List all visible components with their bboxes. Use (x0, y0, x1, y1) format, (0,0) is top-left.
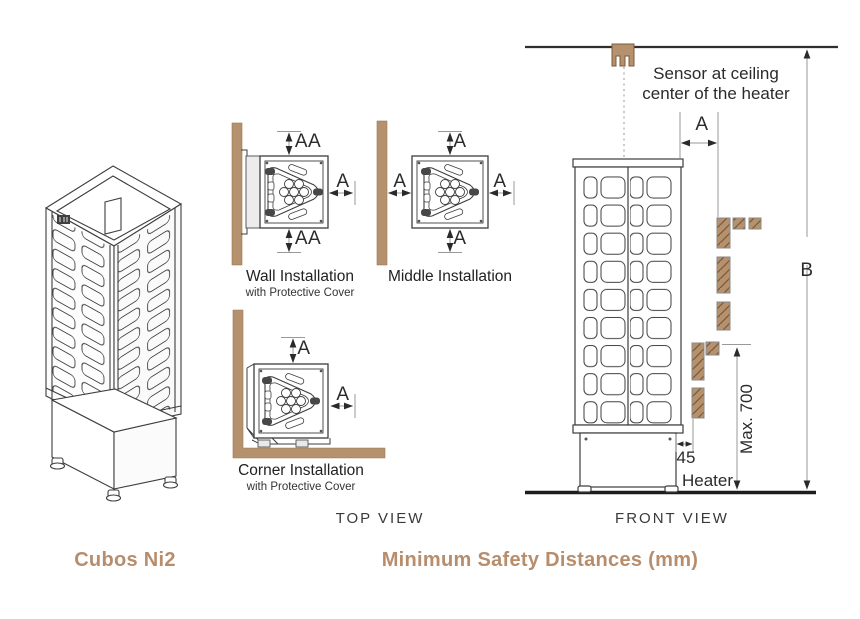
corner-installation-subtitle: with Protective Cover (246, 481, 356, 493)
isometric-heater (44, 165, 183, 502)
middle-wood-bar (376, 120, 388, 266)
middle-installation-title: Middle Installation (387, 268, 513, 285)
front-dim-a-label: A (695, 114, 709, 135)
sensor-note-line1: Sensor at ceiling (653, 64, 779, 83)
wall-installation-subtitle: with Protective Cover (245, 287, 355, 299)
max-700-label: Max. 700 (737, 384, 756, 454)
upper-wall-segments (716, 217, 762, 331)
middle-installation-drawing (376, 120, 515, 266)
lower-wall-segments (691, 341, 720, 419)
front-dim-b-label: B (800, 260, 814, 281)
middle-dim-bottom: A (453, 228, 467, 249)
front-dimensions (675, 49, 811, 490)
diagram-title: Minimum Safety Distances (mm) (381, 549, 699, 571)
heater-label: Heater (681, 471, 733, 490)
wall-wood-bar (231, 122, 243, 266)
corner-wood-wall (232, 309, 386, 459)
protective-cover (245, 155, 261, 229)
gap-45-label: 45 (676, 448, 696, 467)
wall-dim-bottom: AA (294, 228, 322, 249)
wall-installation-drawing (231, 122, 356, 266)
corner-dim-top: A (297, 338, 311, 359)
sensor-note-line2: center of the heater (642, 84, 790, 103)
corner-installation-drawing (232, 309, 386, 459)
ceiling-sensor (611, 43, 635, 67)
corner-installation-title: Corner Installation (238, 462, 364, 479)
wall-dim-top: AA (294, 131, 322, 152)
front-view-drawing (525, 43, 838, 495)
front-view-caption: FRONT VIEW (615, 510, 729, 527)
corner-dim-right: A (336, 384, 350, 405)
middle-dim-right: A (493, 171, 507, 192)
wall-dim-right: A (336, 171, 350, 192)
top-view-caption: TOP VIEW (335, 510, 425, 527)
middle-dim-left: A (393, 171, 407, 192)
wall-installation-title: Wall Installation (246, 268, 354, 285)
diagram-line-art (44, 43, 838, 502)
middle-dim-top: A (453, 131, 467, 152)
model-name: Cubos Ni2 (74, 549, 176, 571)
